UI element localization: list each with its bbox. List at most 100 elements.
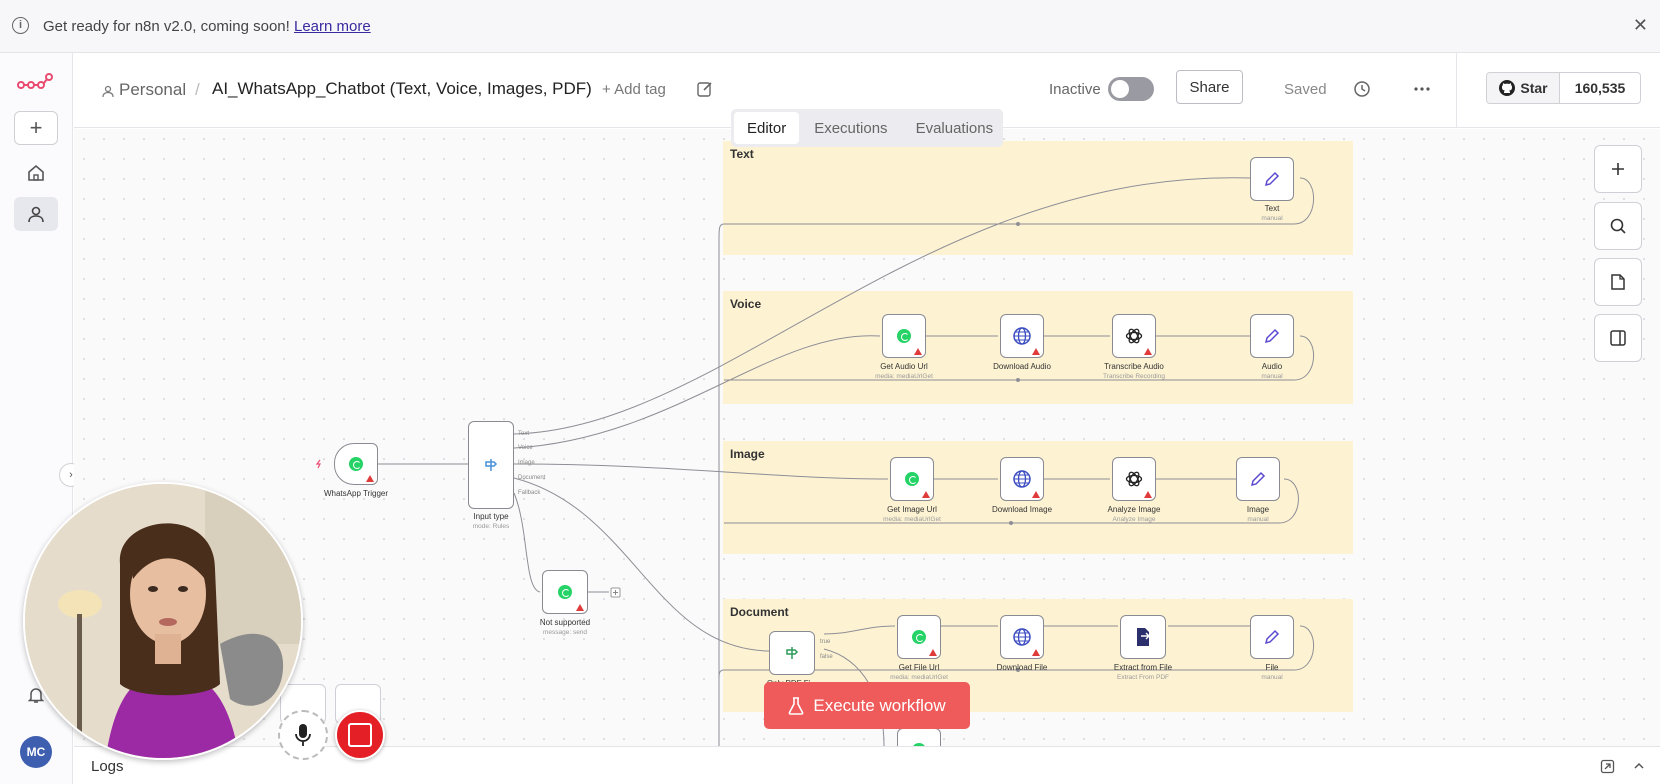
n8n-logo[interactable]: [17, 73, 53, 93]
panel-icon: [1610, 330, 1626, 346]
node-subtitle: media: mediaUrlGet: [875, 373, 933, 380]
node-subtitle: media: mediaUrlGet: [890, 674, 948, 681]
node-image[interactable]: [1236, 457, 1280, 501]
breadcrumb-project[interactable]: Personal: [119, 80, 187, 99]
node-label: Not supported: [539, 618, 591, 627]
more-options-icon[interactable]: [1412, 79, 1432, 99]
node-subtitle: Transcribe Recording: [1103, 373, 1165, 380]
node-label: Text: [1264, 204, 1280, 213]
popout-icon[interactable]: [1600, 759, 1615, 774]
create-button[interactable]: +: [14, 111, 58, 145]
whatsapp-icon: [897, 329, 911, 343]
whatsapp-icon: [558, 585, 572, 599]
logs-panel[interactable]: Logs: [74, 746, 1660, 784]
port-label: Voice: [518, 445, 533, 451]
group-label: Image: [730, 447, 765, 461]
switch-icon: [485, 459, 498, 471]
github-star-label: Star: [1520, 80, 1548, 96]
node-transcribe-audio[interactable]: [1112, 314, 1156, 358]
github-icon: [1499, 80, 1516, 96]
node-analyze-image[interactable]: [1112, 457, 1156, 501]
node-only-pdf-filter[interactable]: [769, 631, 815, 675]
node-label: Analyze Image: [1107, 505, 1161, 514]
workflow-canvas[interactable]: Text Voice Image Document Wh: [74, 129, 1660, 746]
learn-more-link[interactable]: Learn more: [293, 18, 371, 35]
whatsapp-icon: [912, 630, 926, 644]
edit-description-icon[interactable]: [695, 79, 715, 99]
warning-icon: [914, 348, 922, 355]
warning-icon: [1144, 348, 1152, 355]
warning-icon: [1032, 348, 1040, 355]
banner-message: Get ready for n8n v2.0, coming soon! Lea…: [43, 18, 371, 35]
node-text[interactable]: [1250, 157, 1294, 201]
search-nodes-button[interactable]: [1594, 202, 1642, 250]
chevron-up-icon[interactable]: [1633, 760, 1645, 772]
tab-editor[interactable]: Editor: [734, 112, 800, 144]
saved-status: Saved: [1284, 81, 1327, 98]
warning-icon: [1032, 491, 1040, 498]
node-audio[interactable]: [1250, 314, 1294, 358]
view-tabs: Editor Executions Evaluations: [731, 109, 1003, 147]
pencil-icon: [1264, 629, 1280, 645]
github-star-widget: Star 160,535: [1486, 72, 1641, 104]
warning-icon: [922, 491, 930, 498]
node-input-type-switch[interactable]: [468, 421, 514, 509]
workflow-title[interactable]: AI_WhatsApp_Chatbot (Text, Voice, Images…: [212, 79, 592, 98]
port-label: true: [820, 639, 831, 645]
node-label: Input type: [473, 512, 509, 521]
presenter-video: [25, 484, 301, 758]
close-icon[interactable]: ✕: [1632, 15, 1648, 35]
tab-evaluations[interactable]: Evaluations: [915, 119, 994, 137]
note-icon: [1611, 274, 1625, 290]
banner-text: Get ready for n8n v2.0, coming soon!: [43, 18, 290, 35]
whatsapp-icon: [349, 457, 363, 471]
search-icon: [1610, 218, 1626, 234]
github-star-button[interactable]: Star: [1487, 73, 1560, 103]
user-avatar[interactable]: MC: [20, 736, 52, 768]
microphone-icon: [295, 724, 311, 746]
node-subtitle: manual: [1261, 674, 1283, 681]
node-file[interactable]: [1250, 615, 1294, 659]
node-get-audio-url[interactable]: [882, 314, 926, 358]
filter-icon: [786, 647, 799, 659]
execute-workflow-button[interactable]: Execute workflow: [764, 682, 970, 729]
add-node-button[interactable]: [1594, 145, 1642, 193]
home-icon[interactable]: [14, 156, 58, 190]
port-label: Text: [518, 431, 530, 437]
port-label: false: [820, 654, 833, 660]
node-extract-from-file[interactable]: [1120, 615, 1166, 659]
node-get-image-url[interactable]: [890, 457, 934, 501]
pencil-icon: [1264, 328, 1280, 344]
group-text[interactable]: Text: [723, 141, 1353, 255]
node-get-file-url[interactable]: [897, 615, 941, 659]
tab-executions[interactable]: Executions: [814, 119, 888, 137]
openai-icon: [1125, 471, 1143, 487]
node-label: Audio: [1261, 362, 1283, 371]
stop-recording-button[interactable]: [335, 710, 385, 760]
node-label: Get Audio Url: [880, 362, 928, 371]
add-tag-button[interactable]: + Add tag: [602, 81, 666, 98]
conn-switch-fallback: [513, 492, 541, 593]
webcam-overlay: [23, 482, 303, 760]
toggle-panel-button[interactable]: [1594, 314, 1642, 362]
node-not-supported[interactable]: [542, 570, 588, 614]
share-button[interactable]: Share: [1176, 70, 1243, 104]
activate-toggle[interactable]: [1108, 77, 1154, 101]
node-partial-bottom[interactable]: [897, 728, 941, 746]
history-icon[interactable]: [1352, 79, 1372, 99]
node-label: Download File: [996, 663, 1048, 672]
node-download-image[interactable]: [1000, 457, 1044, 501]
node-label: Get Image Url: [887, 505, 937, 514]
logs-label: Logs: [91, 758, 124, 775]
node-subtitle: media: mediaUrlGet: [883, 516, 941, 523]
personal-icon[interactable]: [14, 197, 58, 231]
microphone-button[interactable]: [278, 710, 328, 760]
node-subtitle: Extract From PDF: [1116, 674, 1170, 681]
node-download-file[interactable]: [1000, 615, 1044, 659]
node-whatsapp-trigger[interactable]: [334, 443, 378, 485]
warning-icon: [929, 649, 937, 656]
node-download-audio[interactable]: [1000, 314, 1044, 358]
warning-icon: [576, 604, 584, 611]
notification-bell-icon[interactable]: [14, 678, 58, 712]
sticky-note-button[interactable]: [1594, 258, 1642, 306]
